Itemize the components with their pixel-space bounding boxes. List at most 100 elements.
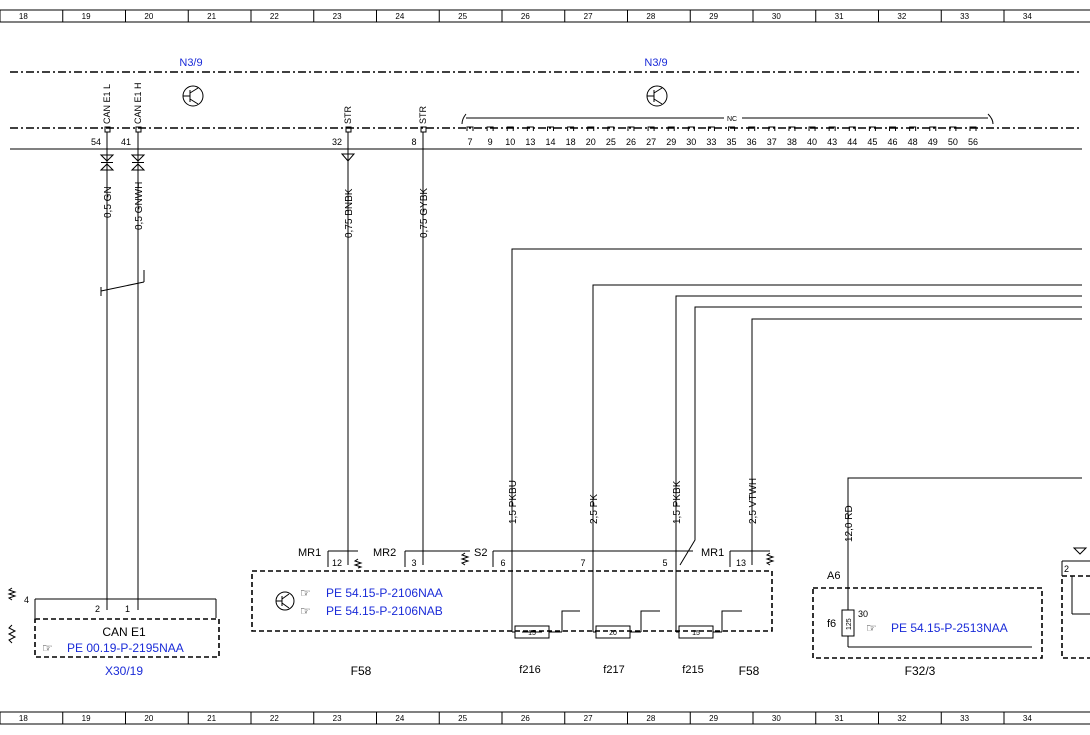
reference-icon: ☞ bbox=[42, 641, 53, 655]
fuse-label-f216: f216 bbox=[519, 664, 540, 676]
reference-icon: ☞ bbox=[866, 621, 877, 635]
nc-pin-number: 50 bbox=[948, 137, 958, 147]
grid-column-label: 31 bbox=[835, 12, 844, 21]
nc-pin-number: 20 bbox=[586, 137, 596, 147]
nc-pin-terminal bbox=[748, 126, 756, 131]
nc-pin-number: 40 bbox=[807, 137, 817, 147]
grid-column-label: 30 bbox=[772, 12, 781, 21]
pin-label-can-h: CAN E1 H bbox=[133, 82, 143, 124]
pin-number: 7 bbox=[580, 558, 585, 568]
nc-pin-number: 26 bbox=[626, 137, 636, 147]
nc-pin-number: 29 bbox=[666, 137, 676, 147]
grid-column-label: 28 bbox=[646, 12, 655, 21]
pin-number: 2 bbox=[95, 604, 100, 614]
pin-number: 54 bbox=[91, 137, 101, 147]
wire-label-pkbu: 1,5 PKBU bbox=[508, 480, 519, 524]
nc-pin-terminal bbox=[627, 126, 635, 131]
grid-column-label: 23 bbox=[333, 12, 342, 21]
fuse-f216 bbox=[511, 565, 580, 639]
grid-column-label: 22 bbox=[270, 12, 279, 21]
grid-column-label: 27 bbox=[584, 714, 593, 723]
nc-pin-terminal bbox=[486, 126, 494, 131]
vtwh-wire bbox=[751, 318, 1082, 565]
pin-number: 5 bbox=[662, 558, 667, 568]
nc-pin-terminal bbox=[647, 126, 655, 131]
wire-label-bnbk: 0,75 BNBK bbox=[344, 188, 355, 238]
grid-column-label: 32 bbox=[897, 714, 906, 723]
grid-column-label: 29 bbox=[709, 714, 718, 723]
pkbu-wire bbox=[511, 248, 1082, 565]
fuse-rating: 15 bbox=[528, 630, 536, 637]
x30-19-box bbox=[34, 618, 220, 658]
component-label-f58[interactable]: F58 bbox=[351, 664, 372, 678]
bus-label-mr1: MR1 bbox=[298, 547, 321, 559]
nc-pin-terminal bbox=[768, 126, 776, 131]
nc-pin-number: 9 bbox=[488, 137, 493, 147]
nc-pin-terminal bbox=[567, 126, 575, 131]
f58-bus-bar bbox=[327, 550, 775, 569]
grid-column-label: 24 bbox=[395, 12, 404, 21]
grid-column-label: 20 bbox=[144, 714, 153, 723]
nc-pin-number: 30 bbox=[686, 137, 696, 147]
ref-link-f32-3[interactable]: PE 54.15-P-2513NAA bbox=[891, 621, 1008, 635]
nc-pin-number: 38 bbox=[787, 137, 797, 147]
pin-number: 2 bbox=[1064, 564, 1069, 574]
wire-label-gnwh: 0,5 GNWH bbox=[134, 182, 145, 230]
fuse-label-f215: f215 bbox=[682, 664, 703, 676]
nc-pin-number: 14 bbox=[545, 137, 555, 147]
nc-pin-number: 46 bbox=[888, 137, 898, 147]
grid-column-label: 34 bbox=[1023, 714, 1032, 723]
component-label-f32-3[interactable]: F32/3 bbox=[905, 664, 936, 678]
fuse-rating: 125 bbox=[846, 618, 853, 630]
grid-column-label: 21 bbox=[207, 714, 216, 723]
wire-label-rd: 12,0 RD bbox=[844, 505, 855, 542]
connector-name-can-e1: CAN E1 bbox=[102, 625, 146, 639]
nc-pin-terminal bbox=[889, 126, 897, 131]
component-label-f58[interactable]: F58 bbox=[739, 664, 760, 678]
transistor-icon bbox=[646, 85, 668, 107]
nc-pin-number: 49 bbox=[928, 137, 938, 147]
nc-pin-terminal bbox=[707, 126, 715, 131]
ref-link-f58-1[interactable]: PE 54.15-P-2106NAA bbox=[326, 586, 443, 600]
grid-column-label: 18 bbox=[19, 714, 28, 723]
grid-column-label: 27 bbox=[584, 12, 593, 21]
nc-pin-number: 27 bbox=[646, 137, 656, 147]
nc-pin-number: 56 bbox=[968, 137, 978, 147]
fuse-f217 bbox=[592, 565, 660, 639]
nc-pin-number: 45 bbox=[867, 137, 877, 147]
pkbk-wire bbox=[675, 295, 1082, 565]
grid-column-label: 32 bbox=[897, 12, 906, 21]
fuse-label-f217: f217 bbox=[603, 664, 624, 676]
pin-label-can-l: CAN E1 L bbox=[102, 84, 112, 124]
ref-link-f58-2[interactable]: PE 54.15-P-2106NAB bbox=[326, 604, 443, 618]
f32-3-box bbox=[812, 587, 1043, 659]
n3-9-boundary bbox=[10, 71, 1082, 150]
nc-pin-terminal bbox=[607, 126, 615, 131]
grid-column-label: 21 bbox=[207, 12, 216, 21]
pin-number: 13 bbox=[736, 558, 746, 568]
nc-pin-terminal bbox=[949, 126, 957, 131]
grid-column-label: 33 bbox=[960, 714, 969, 723]
nc-pin-terminal bbox=[969, 126, 977, 131]
grid-column-label: 20 bbox=[144, 12, 153, 21]
n3-9-label-left[interactable]: N3/9 bbox=[179, 57, 202, 69]
grid-column-label: 31 bbox=[835, 714, 844, 723]
fuse-rating: 20 bbox=[609, 630, 617, 637]
n3-9-label-right[interactable]: N3/9 bbox=[644, 57, 667, 69]
nc-pin-number: 18 bbox=[566, 137, 576, 147]
x30-19-connector-frame bbox=[7, 587, 217, 644]
grid-column-label: 25 bbox=[458, 12, 467, 21]
twisted-pair-marker bbox=[100, 270, 145, 296]
nc-pin-number: 35 bbox=[727, 137, 737, 147]
pin-number: 8 bbox=[411, 137, 416, 147]
pin-number: 6 bbox=[500, 558, 505, 568]
component-label-x30-19[interactable]: X30/19 bbox=[105, 664, 143, 678]
ref-link-x30-19[interactable]: PE 00.19-P-2195NAA bbox=[67, 641, 184, 655]
grid-column-label: 18 bbox=[19, 12, 28, 21]
nc-pin-number: 48 bbox=[908, 137, 918, 147]
pin-number: 32 bbox=[332, 137, 342, 147]
nc-pin-number: 13 bbox=[525, 137, 535, 147]
reference-icon: ☞ bbox=[300, 604, 311, 618]
